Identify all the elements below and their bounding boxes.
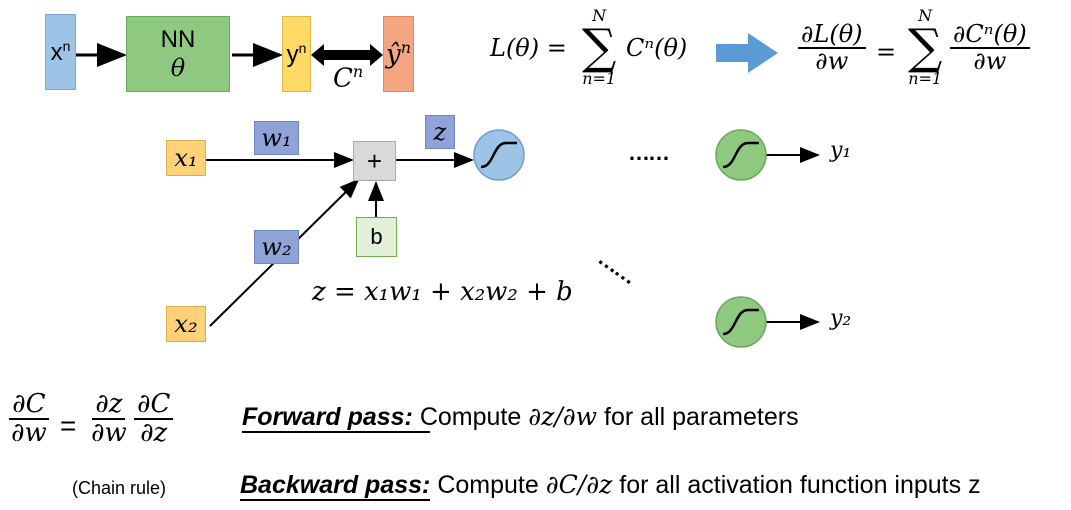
double-arrow-cost [311, 44, 383, 66]
chain-lhs-fraction: ∂C ∂w [8, 390, 50, 449]
output-y-label: yn [286, 39, 307, 68]
sigmoid-neuron-green-2 [715, 296, 767, 348]
theta-label: θ [170, 54, 186, 82]
forward-expression: ∂z/∂w [528, 402, 598, 431]
gradient-summation: N ∑ n=1 [908, 8, 942, 88]
sigmoid-curve-icon [722, 141, 759, 169]
input-x2-box: x₂ [166, 306, 206, 342]
z-label: z [433, 118, 447, 146]
chain-dz-num: ∂z [92, 390, 126, 421]
weight-w2-box: w₂ [254, 230, 299, 264]
neural-network-box: NN θ [126, 16, 230, 92]
chain-lhs-num: ∂C [9, 390, 49, 421]
output-y2-label: y₂ [830, 306, 852, 331]
gradient-term-num: ∂Cⁿ(θ) [950, 21, 1030, 50]
plus-symbol: + [366, 145, 383, 176]
gradient-term-den: ∂w [973, 47, 1007, 76]
loss-summation: N ∑ n=1 [582, 8, 616, 88]
summation-node: + [353, 141, 396, 181]
gradient-lhs-fraction: ∂L(θ) ∂w [798, 21, 866, 76]
sum-upper-limit: N [918, 6, 933, 25]
forward-pass-label: Forward pass: [242, 403, 413, 431]
gradient-lhs-den: ∂w [815, 47, 849, 76]
sigmoid-curve-icon [722, 308, 759, 336]
chain-dz-dw-fraction: ∂z ∂w [88, 390, 130, 449]
sigmoid-curve-icon [480, 141, 517, 169]
forward-scope-text: for all parameters [604, 403, 799, 431]
z-equation: z = x₁w₁ + x₂w₂ + b [312, 277, 573, 307]
sigma-symbol: ∑ [908, 19, 943, 75]
bias-label: b [370, 224, 383, 249]
gradient-term-fraction: ∂Cⁿ(θ) ∂w [950, 21, 1030, 76]
loss-term: Cⁿ(θ) [626, 34, 688, 62]
sigmoid-neuron-blue [473, 129, 525, 181]
backward-expression: ∂C/∂z [545, 470, 613, 499]
chain-dw-den: ∂w [91, 418, 127, 449]
horizontal-ellipsis: …… [628, 140, 670, 165]
chain-lhs-den: ∂w [11, 418, 47, 449]
big-arrow-blue [716, 33, 778, 73]
bias-box: b [356, 217, 397, 257]
forward-pass-row: Forward pass: Compute ∂z/∂w for all para… [242, 402, 799, 432]
input-x2-label: x₂ [174, 310, 198, 338]
cost-c-label: Cn [333, 62, 364, 94]
gradient-lhs-num: ∂L(θ) [798, 21, 866, 50]
input-x-label: xn [50, 37, 71, 66]
z-box: z [425, 115, 455, 149]
backward-compute-text: Compute [437, 471, 539, 499]
input-x1-label: x₁ [174, 144, 198, 172]
input-x-box: xn [45, 14, 76, 90]
backward-pass-row: Backward pass: Compute ∂C/∂z for all act… [240, 470, 981, 500]
weight-w1-box: w₁ [254, 121, 299, 155]
sum-upper-limit: N [592, 6, 607, 25]
target-yhat-label: ŷn [385, 38, 411, 70]
forward-compute-text: Compute [419, 403, 522, 431]
loss-lhs: L(θ) = [490, 34, 567, 62]
nn-label: NN [160, 26, 196, 53]
sum-lower-limit: n=1 [908, 69, 943, 88]
chain-equals: = [60, 410, 77, 441]
chain-dc-num: ∂C [134, 390, 174, 421]
gradient-equals: = [876, 38, 897, 66]
chain-rule-caption: (Chain rule) [72, 478, 167, 498]
backward-scope-text: for all activation function inputs z [619, 471, 981, 499]
input-x1-box: x₁ [166, 140, 206, 176]
output-y-box: yn [282, 16, 311, 92]
backward-pass-label: Backward pass: [240, 471, 431, 499]
chain-dz-den: ∂z [140, 418, 168, 449]
sigmoid-neuron-green-1 [715, 129, 767, 181]
sum-lower-limit: n=1 [582, 69, 617, 88]
output-y1-label: y₁ [830, 138, 852, 163]
weight-w2-label: w₂ [261, 233, 292, 261]
weight-w1-label: w₁ [261, 124, 292, 152]
sigma-symbol: ∑ [582, 19, 617, 75]
target-yhat-box: ŷn [383, 16, 414, 92]
chain-dc-dz-fraction: ∂C ∂z [134, 390, 174, 449]
